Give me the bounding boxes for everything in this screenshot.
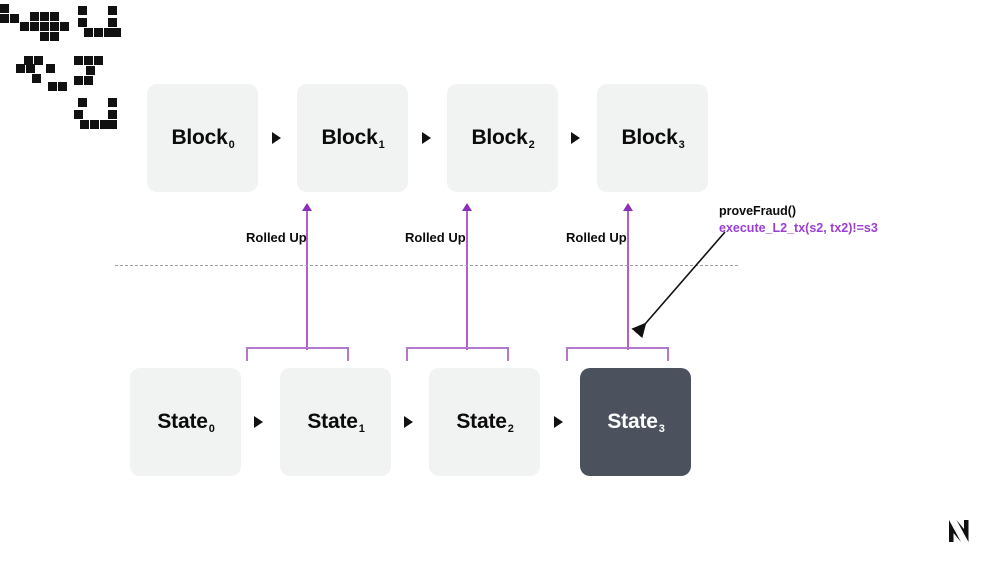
triangle-right-icon [571, 132, 580, 144]
prove-fraud-title: proveFraud() [719, 204, 797, 218]
triangle-up-icon [302, 203, 312, 211]
state-node-label: State0 [157, 410, 215, 435]
block-node-3[interactable]: Block3 [597, 84, 708, 192]
state-node-label: State1 [307, 410, 365, 435]
rollup-bracket-3 [566, 347, 669, 361]
state-node-label: State2 [456, 410, 514, 435]
prove-fraud-expression: execute_L2_tx(s2, tx2)!=s3 [719, 221, 878, 235]
rolled-up-label-2: Rolled Up [405, 230, 466, 245]
triangle-right-icon [404, 416, 413, 428]
block-node-0[interactable]: Block0 [147, 84, 258, 192]
block-node-label: Block0 [171, 126, 235, 151]
triangle-right-icon [554, 416, 563, 428]
pixel-art-mark [0, 0, 130, 135]
state-node-0[interactable]: State0 [130, 368, 241, 476]
rolled-up-label-3: Rolled Up [566, 230, 627, 245]
rollup-bracket-2 [406, 347, 509, 361]
block-node-2[interactable]: Block2 [447, 84, 558, 192]
layer-separator [115, 265, 738, 266]
prove-fraud-pointer-arrow [631, 231, 726, 339]
rolled-up-label-1: Rolled Up [246, 230, 307, 245]
triangle-up-icon [623, 203, 633, 211]
block-node-1[interactable]: Block1 [297, 84, 408, 192]
rollup-bracket-1 [246, 347, 349, 361]
block-node-label: Block2 [471, 126, 535, 151]
triangle-right-icon [272, 132, 281, 144]
triangle-right-icon [422, 132, 431, 144]
triangle-right-icon [254, 416, 263, 428]
letter-n-logo [949, 520, 969, 542]
block-node-label: Block1 [321, 126, 385, 151]
triangle-up-icon [462, 203, 472, 211]
rollup-line-2 [466, 210, 468, 350]
prove-fraud-annotation: proveFraud() execute_L2_tx(s2, tx2)!=s3 [719, 203, 878, 237]
state-node-3[interactable]: State3 [580, 368, 691, 476]
state-node-2[interactable]: State2 [429, 368, 540, 476]
rollup-line-1 [306, 210, 308, 350]
state-node-label: State3 [607, 410, 665, 435]
block-node-label: Block3 [621, 126, 685, 151]
state-node-1[interactable]: State1 [280, 368, 391, 476]
rollup-line-3 [627, 210, 629, 350]
